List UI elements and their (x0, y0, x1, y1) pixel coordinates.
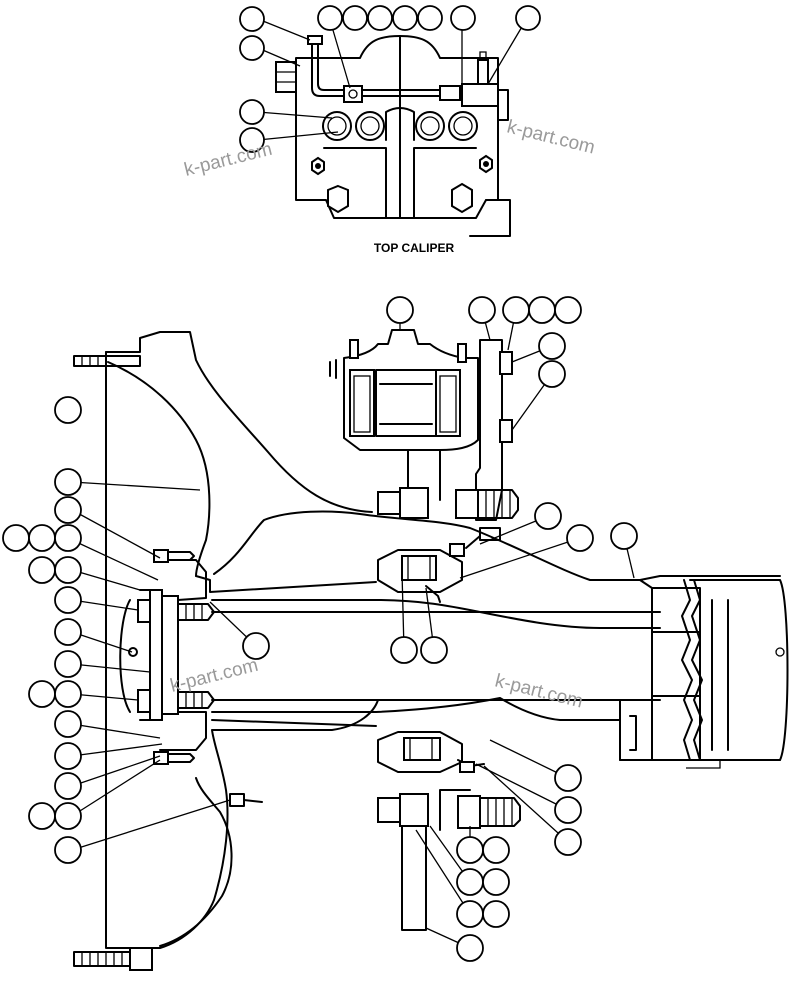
callout-bubbles (2, 5, 638, 962)
watermark: k-part.com (505, 116, 597, 158)
watermark: k-part.com (168, 655, 260, 697)
watermark: k-part.com (182, 139, 274, 181)
watermark: k-part.com (493, 670, 585, 712)
top-caliper-view: TOP CALIPER (275, 35, 511, 255)
wheel-hub-assembly (73, 329, 789, 971)
leader-lines (71, 18, 635, 949)
top-caliper-caption: TOP CALIPER (374, 241, 455, 255)
